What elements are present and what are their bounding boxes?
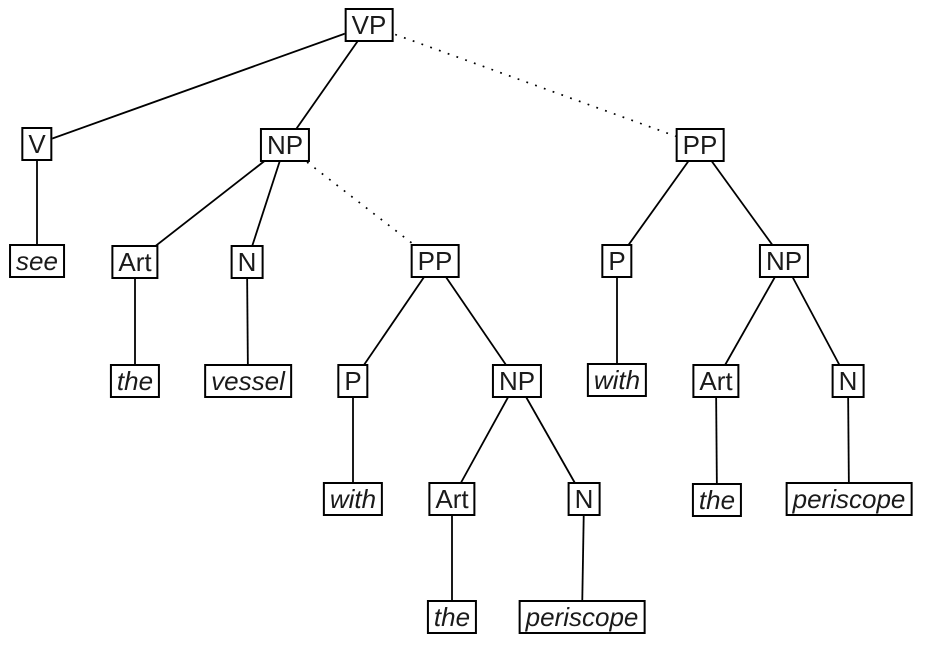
node-np-mid: NP — [491, 364, 543, 398]
edge-pp2-np3 — [699, 144, 785, 262]
edge-vp-v — [36, 24, 370, 145]
edge-pp1-p1 — [352, 260, 436, 382]
node-n-vessel: N — [230, 245, 264, 279]
leaf-with-right: with — [586, 363, 648, 397]
node-pp-np-attached: PP — [410, 244, 460, 278]
leaf-with-mid: with — [322, 482, 384, 516]
node-np-object: NP — [259, 128, 311, 162]
node-vp: VP — [344, 8, 394, 42]
edge-vp-pp2-dotted — [368, 24, 701, 146]
leaf-vessel: vessel — [204, 364, 292, 398]
edge-pp2-p2 — [616, 144, 701, 262]
edge-pp1-np2 — [434, 260, 518, 382]
edge-n2-periscope1 — [581, 498, 585, 618]
node-art-mid: Art — [428, 482, 476, 516]
node-p-mid: P — [337, 364, 369, 398]
edge-np2-n2 — [516, 380, 585, 500]
edge-np3-n3 — [783, 260, 849, 382]
edge-np3-art3 — [715, 260, 785, 382]
leaf-see: see — [9, 244, 65, 278]
node-pp-vp-attached: PP — [675, 128, 725, 162]
leaf-the-mid: the — [426, 600, 478, 634]
edge-n-vessel — [246, 261, 249, 382]
node-np-right: NP — [758, 244, 810, 278]
edge-np-n — [246, 144, 286, 263]
node-n-mid: N — [567, 482, 601, 516]
leaf-periscope-right: periscope — [785, 482, 913, 516]
node-art-vessel: Art — [111, 245, 159, 279]
node-v: V — [21, 127, 53, 161]
node-art-right: Art — [692, 364, 740, 398]
edge-art3-the3 — [715, 380, 718, 501]
leaf-periscope-mid: periscope — [518, 600, 646, 634]
node-p-right: P — [601, 244, 633, 278]
leaf-the-right: the — [691, 483, 743, 517]
edge-np-art — [134, 144, 286, 263]
edge-vp-np — [284, 24, 370, 146]
edge-np2-art2 — [451, 380, 518, 500]
node-n-right: N — [831, 364, 865, 398]
edge-n3-periscope2 — [847, 380, 850, 500]
leaf-the-vessel: the — [109, 364, 161, 398]
